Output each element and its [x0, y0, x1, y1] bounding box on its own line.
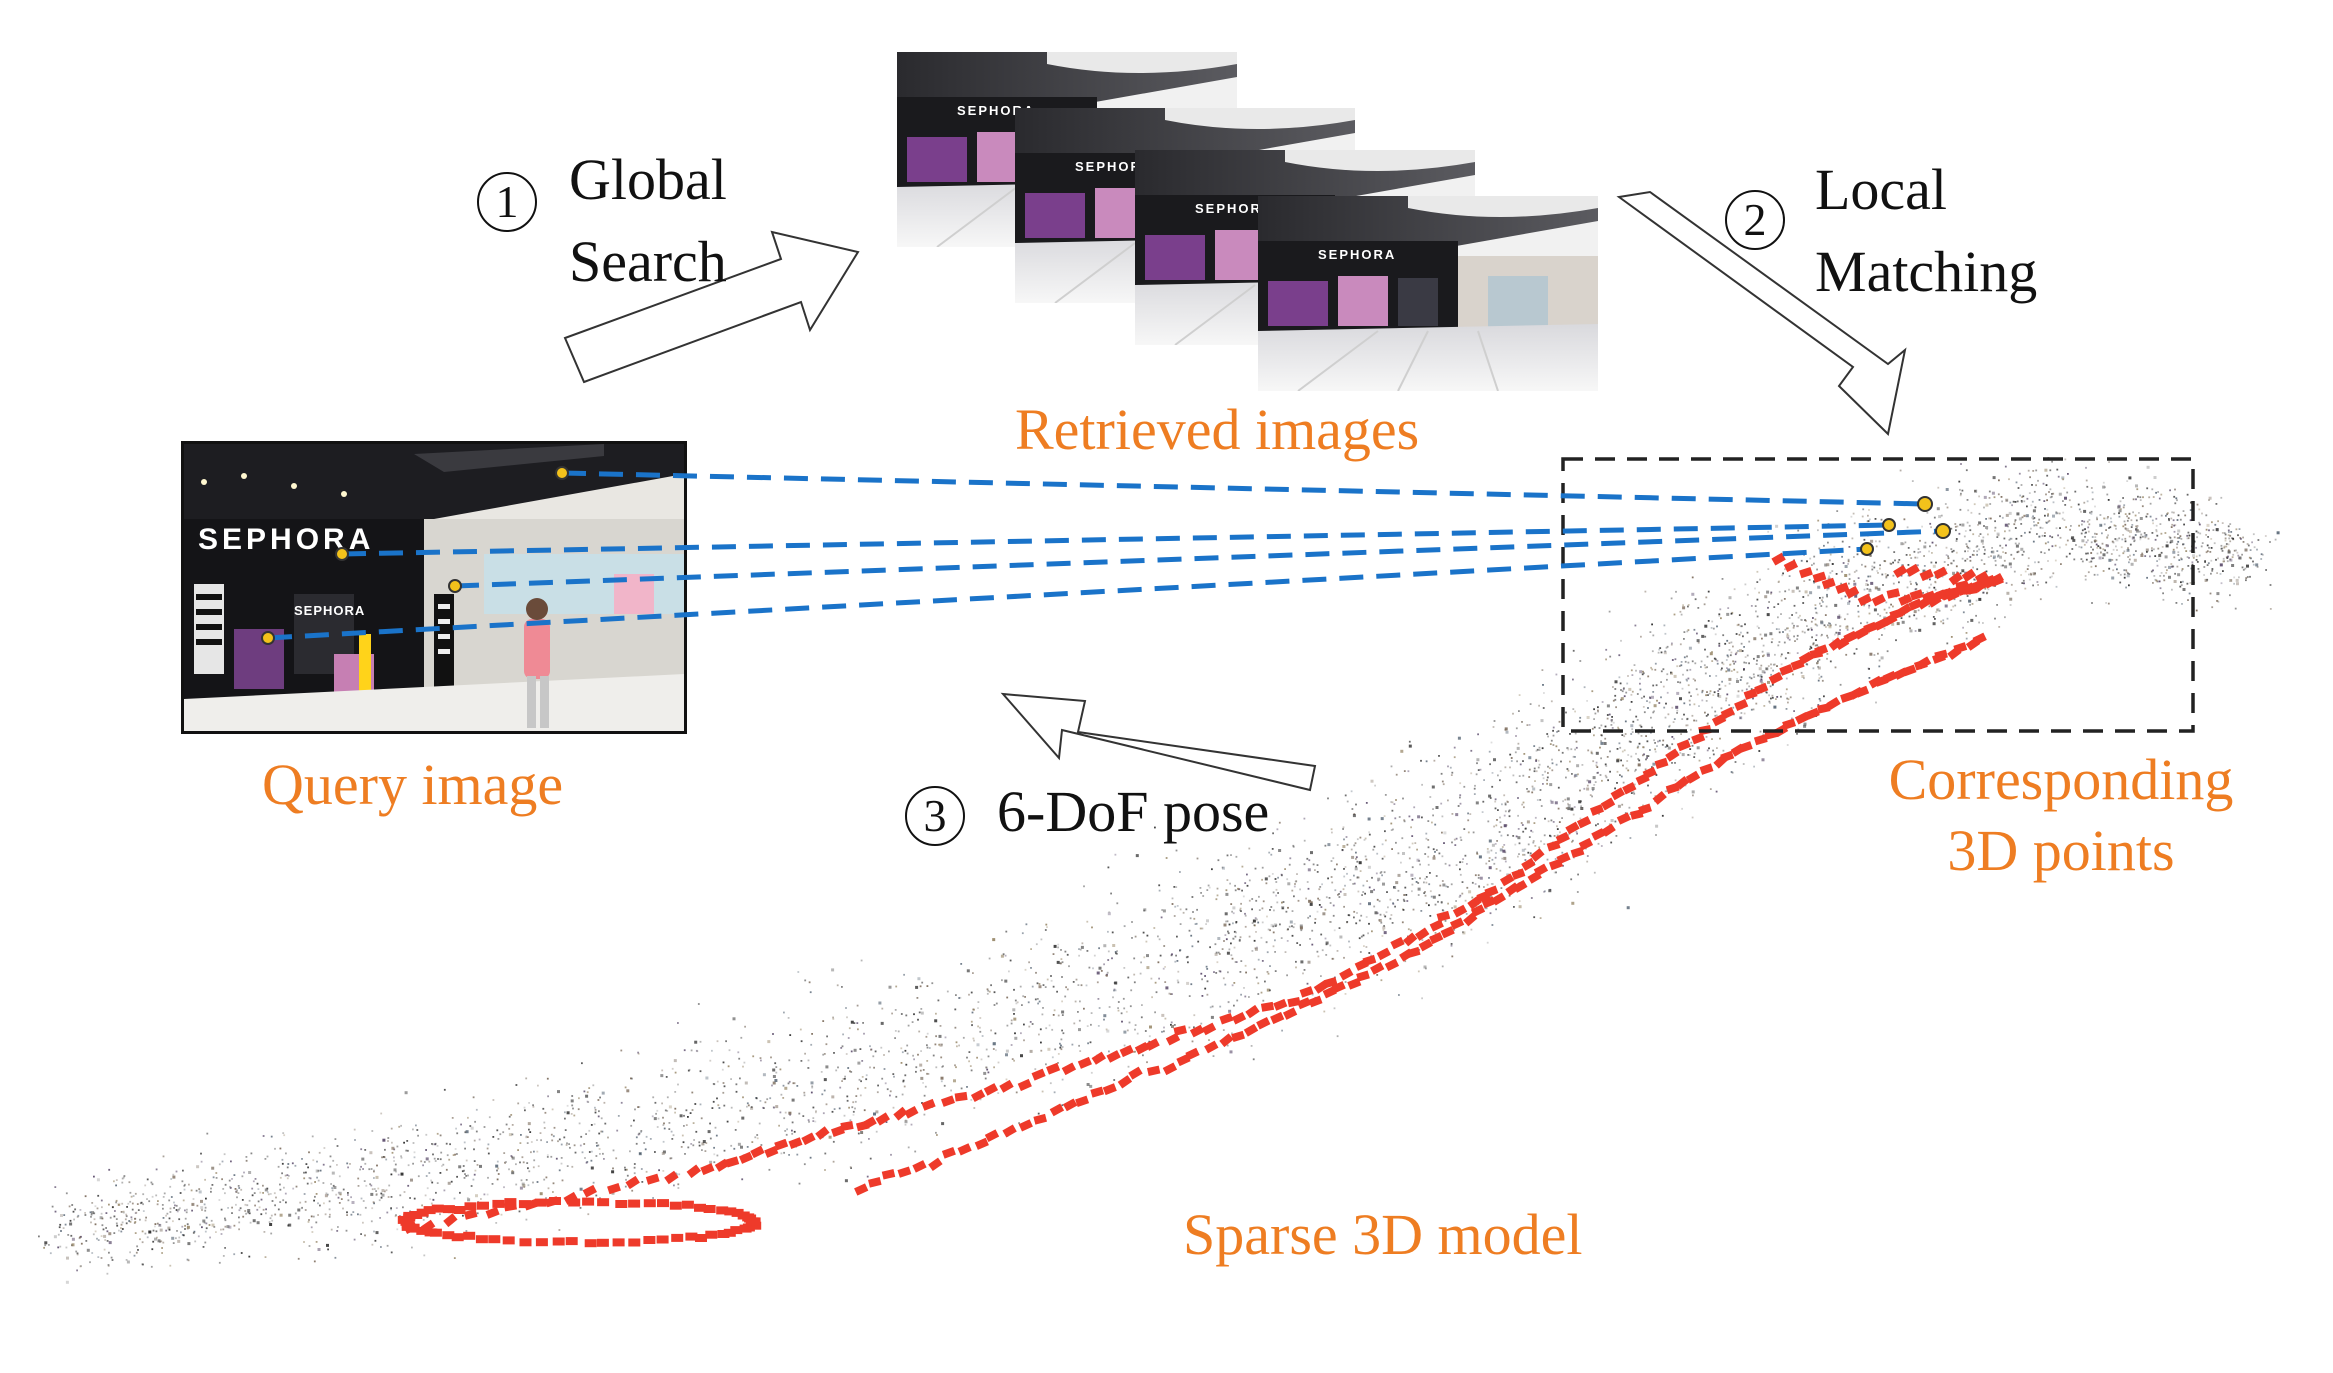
retrieved-image-sign: SEPHORA	[1195, 201, 1274, 216]
retrieved-image-4: SEPHORA	[1258, 196, 1598, 391]
step3-text: 6-DoF pose	[997, 779, 1270, 844]
global-search-arrow	[563, 230, 860, 384]
step3-number-circle: 3	[905, 786, 965, 846]
query-sign-small: SEPHORA	[294, 603, 366, 618]
query-image-label: Query image	[262, 752, 564, 817]
corresponding-line1: Corresponding	[1888, 747, 2234, 812]
pose-arrow	[1000, 692, 1317, 792]
retrieved-image-sign: SEPHORA	[1075, 159, 1154, 174]
retrieved-image-sign: SEPHORA	[957, 103, 1036, 118]
retrieved-image-sign: SEPHORA	[1318, 247, 1397, 262]
corresponding-region-box	[1561, 457, 2195, 733]
camera-trajectory	[397, 552, 2004, 1248]
step1-number-circle: 1	[477, 172, 537, 232]
step2-number-circle: 2	[1725, 190, 1785, 250]
query-image: SEPHORA SEPHORA	[181, 441, 687, 734]
query-image-scene	[184, 444, 684, 731]
step1-line2: Search	[569, 229, 727, 294]
local-matching-arrow	[1616, 190, 1907, 437]
corresponding-3d-points-label: Corresponding 3D points	[1866, 747, 2256, 883]
retrieved-images-label: Retrieved images	[1015, 397, 1420, 462]
step2-line1: Local	[1815, 157, 1948, 222]
sparse-point-cloud	[38, 457, 2280, 1284]
step1-line1: Global	[569, 147, 727, 212]
sparse-3d-model-label: Sparse 3D model	[1183, 1202, 1583, 1267]
corresponding-line2: 3D points	[1947, 817, 2175, 883]
step2-line2: Matching	[1815, 239, 2038, 304]
query-sign-main: SEPHORA	[198, 523, 375, 556]
